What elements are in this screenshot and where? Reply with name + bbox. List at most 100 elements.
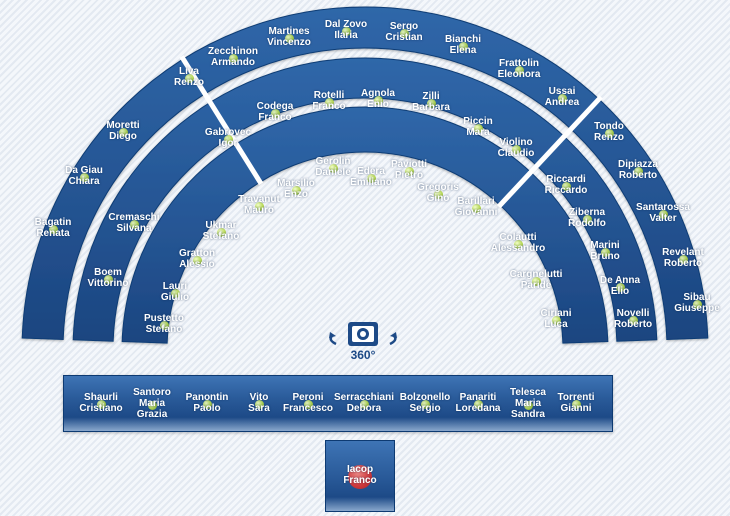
- seat-name-first: Riccardi: [546, 174, 586, 185]
- seat-name-first: Cremaschi: [108, 212, 160, 223]
- seat-name-first: Torrenti: [557, 392, 595, 403]
- seat-name-second: Paolo: [193, 403, 221, 414]
- seat-marker: [104, 275, 113, 284]
- seat-name-second: Elio: [610, 286, 630, 297]
- seat-name-second: Roberto: [618, 170, 658, 181]
- seat-name-second: Stefano: [202, 231, 240, 242]
- seat-name-second: Renzo: [174, 77, 204, 88]
- seat-marker: [552, 316, 561, 325]
- seat-name-first: Sergo: [389, 21, 419, 32]
- seat-name-first: Novelli: [616, 308, 650, 319]
- seat-marker: [562, 182, 571, 191]
- seat-name-first: Panontin: [185, 392, 229, 403]
- seat-marker: [572, 400, 581, 409]
- seat-name-second: Ilaria: [334, 30, 358, 41]
- view-360-button[interactable]: 360°: [326, 318, 400, 364]
- seat-marker: [427, 99, 436, 108]
- seat-name-second: Giuseppe: [674, 303, 720, 314]
- seat-name-first: Agnola: [361, 88, 395, 99]
- seat-marker: [148, 400, 157, 410]
- camera-360-icon: [329, 322, 397, 346]
- divider-right: [496, 95, 603, 209]
- seat-name-first: Revelant: [662, 247, 704, 258]
- seat-name-first: Moretti: [106, 120, 140, 131]
- seat-name-first: Da Giau: [65, 165, 103, 176]
- seat-name-second: Mauro: [244, 205, 274, 216]
- seat-name-second: Maria: [514, 398, 542, 409]
- seat-name-second: Chiara: [68, 176, 100, 187]
- seat-name-second: Valter: [649, 213, 677, 224]
- seat-name-second: Diego: [109, 131, 137, 142]
- seat-name-second: Vincenzo: [267, 37, 311, 48]
- seat-name-first: Panariti: [459, 392, 497, 403]
- seat-name-second: Paride: [520, 280, 552, 291]
- seat-name-first: Vito: [249, 392, 269, 403]
- seat-name-first: Sibau: [683, 292, 711, 303]
- seat-marker: [285, 34, 294, 43]
- seat-marker: [80, 173, 89, 182]
- seat-name-second: Mara: [466, 127, 490, 138]
- seat-marker: [329, 164, 338, 173]
- seat-marker: [49, 225, 58, 234]
- seat-marker: [472, 204, 481, 213]
- seat-name-first: Edera: [357, 166, 385, 177]
- seat-name-first: Dal Zovo: [324, 19, 368, 30]
- seat-name-second: Cristian: [385, 32, 423, 43]
